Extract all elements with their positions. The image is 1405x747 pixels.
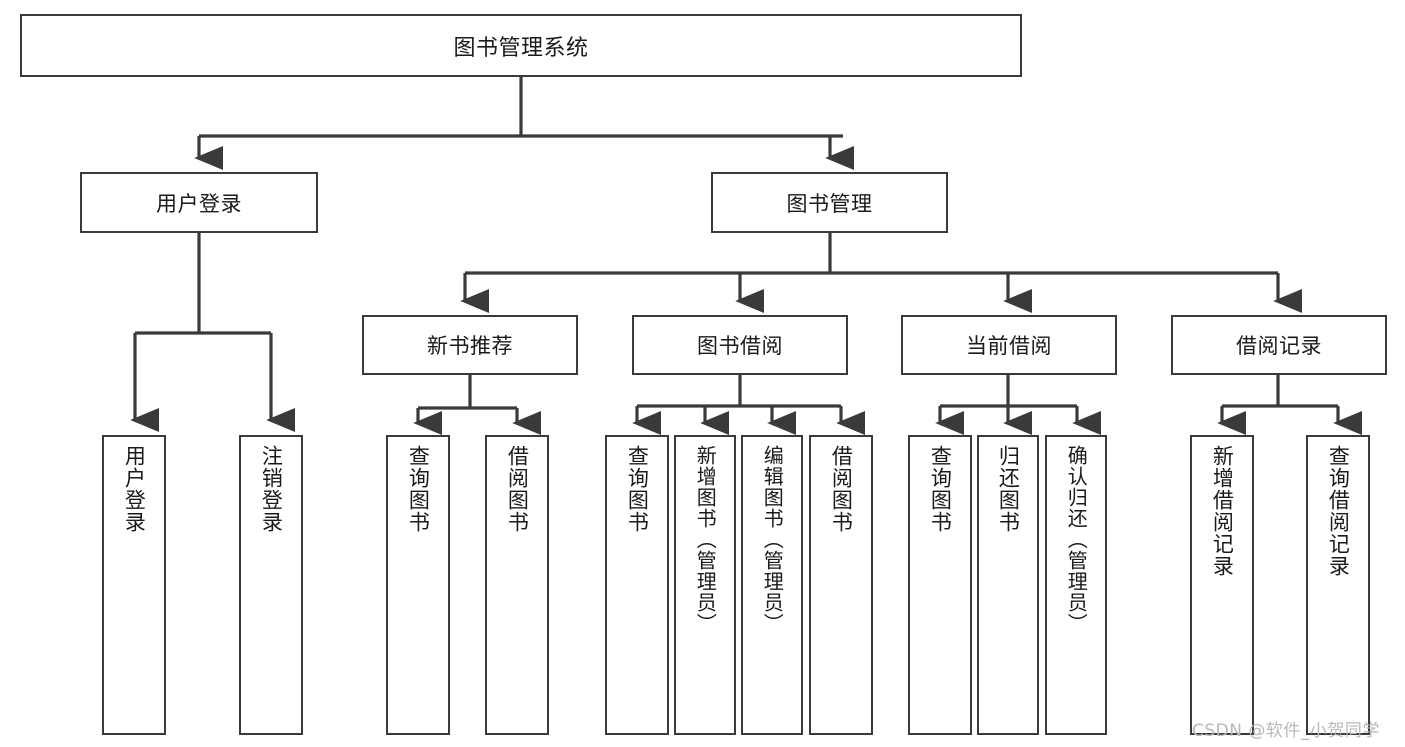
leaf-user-login-login[interactable]: 用户登录	[102, 435, 166, 735]
node-root-label: 图书管理系统	[453, 35, 589, 61]
leaf-current-borrow-return-book[interactable]: 归还图书	[977, 435, 1039, 735]
leaf-new-book-query-book[interactable]: 查询图书	[386, 435, 450, 735]
leaf-current-borrow-query-book[interactable]: 查询图书	[908, 435, 972, 735]
leaf-book-borrow-query-book[interactable]: 查询图书	[605, 435, 669, 735]
node-book-management[interactable]: 图书管理	[711, 172, 948, 233]
leaf-label: 查询图书	[625, 445, 650, 533]
leaf-user-login-logout[interactable]: 注销登录	[239, 435, 303, 735]
node-root-book-management-system[interactable]: 图书管理系统	[20, 14, 1022, 77]
node-current-borrow-label: 当前借阅	[966, 334, 1052, 358]
leaf-label: 新增图书（管理员）	[693, 445, 718, 634]
leaf-label: 编辑图书（管理员）	[760, 445, 785, 634]
node-book-management-label: 图书管理	[786, 191, 873, 216]
node-new-book-recommend-label: 新书推荐	[427, 334, 513, 358]
leaf-label: 用户登录	[122, 445, 147, 533]
node-borrow-record-label: 借阅记录	[1236, 334, 1322, 358]
leaf-label: 借阅图书	[505, 445, 530, 533]
leaf-label: 查询图书	[406, 445, 431, 533]
csdn-watermark: CSDN @软件_小贺同学	[1192, 721, 1380, 741]
leaf-book-borrow-borrow-book[interactable]: 借阅图书	[809, 435, 873, 735]
node-book-borrow[interactable]: 图书借阅	[632, 315, 848, 375]
leaf-label: 查询借阅记录	[1326, 445, 1351, 577]
leaf-borrow-record-query-record[interactable]: 查询借阅记录	[1306, 435, 1370, 735]
leaf-book-borrow-edit-book-admin[interactable]: 编辑图书（管理员）	[741, 435, 803, 735]
leaf-current-borrow-confirm-return-admin[interactable]: 确认归还（管理员）	[1045, 435, 1107, 735]
leaf-label: 新增借阅记录	[1210, 445, 1235, 577]
leaf-label: 注销登录	[259, 445, 284, 533]
leaf-new-book-borrow-book[interactable]: 借阅图书	[485, 435, 549, 735]
leaf-label: 归还图书	[996, 445, 1021, 533]
leaf-label: 确认归还（管理员）	[1064, 445, 1089, 634]
node-user-login-label: 用户登录	[156, 191, 242, 216]
leaf-book-borrow-add-book-admin[interactable]: 新增图书（管理员）	[674, 435, 736, 735]
leaf-borrow-record-add-record[interactable]: 新增借阅记录	[1190, 435, 1254, 735]
node-new-book-recommend[interactable]: 新书推荐	[362, 315, 578, 375]
node-book-borrow-label: 图书借阅	[697, 334, 783, 358]
node-current-borrow[interactable]: 当前借阅	[901, 315, 1117, 375]
leaf-label: 借阅图书	[829, 445, 854, 533]
node-user-login[interactable]: 用户登录	[80, 172, 318, 233]
node-borrow-record[interactable]: 借阅记录	[1171, 315, 1387, 375]
leaf-label: 查询图书	[928, 445, 953, 533]
